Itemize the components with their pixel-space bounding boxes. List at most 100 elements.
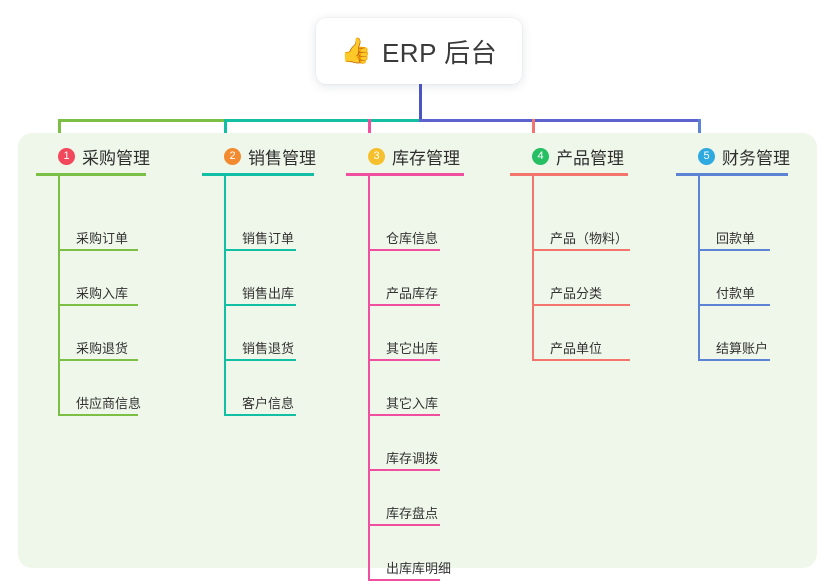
column-title-3: 库存管理: [392, 148, 460, 168]
leaf-item-label: 采购入库: [76, 286, 129, 301]
leaf-item-rule: [368, 469, 440, 471]
column-header-3[interactable]: 3 库存管理: [346, 143, 464, 169]
column-drop-2: [224, 119, 227, 143]
column-drop-1: [58, 119, 61, 143]
leaf-item[interactable]: 采购入库: [36, 251, 156, 306]
leaf-item-label: 销售退货: [242, 341, 295, 356]
leaf-item[interactable]: 客户信息: [202, 361, 314, 416]
leaf-item-rule: [368, 249, 440, 251]
leaf-item[interactable]: 销售订单: [202, 196, 314, 251]
leaf-item-label: 出库库明细: [386, 561, 452, 576]
leaf-item-label: 库存盘点: [386, 506, 439, 521]
leaf-item[interactable]: 其它入库: [346, 361, 458, 416]
leaf-item-label: 采购退货: [76, 341, 129, 356]
leaf-item[interactable]: 产品库存: [346, 251, 458, 306]
leaf-item-rule: [698, 304, 770, 306]
column-badge-5: 5: [698, 147, 715, 165]
leaf-item-rule: [58, 414, 138, 416]
leaf-item-rule: [532, 359, 630, 361]
leaf-item-rule: [698, 249, 770, 251]
leaf-item[interactable]: 产品单位: [510, 306, 648, 361]
diagram-panel: [18, 133, 817, 568]
column-items-2: 销售订单销售出库销售退货客户信息: [202, 176, 316, 416]
column-drop-4: [532, 119, 535, 143]
leaf-item-rule: [698, 359, 770, 361]
leaf-item[interactable]: 仓库信息: [346, 196, 458, 251]
column-spine-1: [58, 176, 60, 416]
leaf-item[interactable]: 回款单: [676, 196, 788, 251]
bar-segment-3: [419, 119, 701, 122]
column-badge-2: 2: [224, 147, 241, 165]
column-items-5: 回款单付款单结算账户: [676, 176, 790, 361]
column-spine-4: [532, 176, 534, 361]
leaf-item[interactable]: 供应商信息: [36, 361, 156, 416]
leaf-item[interactable]: 出库库明细: [346, 526, 458, 581]
bar-segment-1: [58, 119, 224, 122]
column-spine-5: [698, 176, 700, 361]
leaf-item[interactable]: 销售出库: [202, 251, 314, 306]
leaf-item-label: 采购订单: [76, 231, 129, 246]
column-drop-3: [368, 119, 371, 143]
leaf-item-rule: [368, 304, 440, 306]
bar-segment-2: [224, 119, 419, 122]
root-node-title: ERP 后台: [381, 37, 498, 68]
leaf-item-label: 客户信息: [242, 396, 295, 411]
column-underline-5: [676, 173, 788, 176]
thumbs-up-icon: 👍: [340, 36, 372, 65]
column-3: 3 库存管理仓库信息产品库存其它出库其它入库库存调拨库存盘点出库库明细: [346, 143, 464, 581]
leaf-item[interactable]: 采购退货: [36, 306, 156, 361]
leaf-item-label: 产品分类: [550, 286, 603, 301]
leaf-item-rule: [368, 359, 440, 361]
leaf-item-label: 其它出库: [386, 341, 439, 356]
leaf-item[interactable]: 产品分类: [510, 251, 648, 306]
leaf-item[interactable]: 销售退货: [202, 306, 314, 361]
leaf-item-label: 销售订单: [242, 231, 295, 246]
column-items-3: 仓库信息产品库存其它出库其它入库库存调拨库存盘点出库库明细: [346, 176, 464, 581]
leaf-item-label: 其它入库: [386, 396, 439, 411]
leaf-item[interactable]: 结算账户: [676, 306, 788, 361]
leaf-item-rule: [58, 304, 138, 306]
leaf-item[interactable]: 其它出库: [346, 306, 458, 361]
leaf-item-label: 付款单: [716, 286, 756, 301]
leaf-item-rule: [224, 414, 296, 416]
leaf-item[interactable]: 库存盘点: [346, 471, 458, 526]
leaf-item-rule: [58, 249, 138, 251]
leaf-item[interactable]: 产品（物料）: [510, 196, 648, 251]
column-underline-4: [510, 173, 628, 176]
leaf-item-rule: [224, 304, 296, 306]
leaf-item-rule: [224, 359, 296, 361]
column-underline-2: [202, 173, 314, 176]
column-underline-1: [36, 173, 146, 176]
leaf-item[interactable]: 付款单: [676, 251, 788, 306]
column-drop-5: [698, 119, 701, 143]
column-title-4: 产品管理: [556, 148, 624, 168]
leaf-item-rule: [532, 304, 630, 306]
leaf-item-rule: [532, 249, 630, 251]
column-badge-3: 3: [368, 147, 385, 165]
trunk-connector: [419, 84, 422, 122]
leaf-item[interactable]: 库存调拨: [346, 416, 458, 471]
leaf-item-label: 产品库存: [386, 286, 439, 301]
leaf-item[interactable]: 采购订单: [36, 196, 156, 251]
root-node-card[interactable]: 👍 ERP 后台: [316, 18, 522, 84]
leaf-item-label: 库存调拨: [386, 451, 439, 466]
column-underline-3: [346, 173, 464, 176]
column-items-4: 产品（物料）产品分类产品单位: [510, 176, 630, 361]
leaf-item-label: 回款单: [716, 231, 756, 246]
column-badge-1: 1: [58, 147, 75, 165]
leaf-item-rule: [368, 414, 440, 416]
column-items-1: 采购订单采购入库采购退货供应商信息: [36, 176, 150, 416]
leaf-item-rule: [224, 249, 296, 251]
leaf-item-label: 产品（物料）: [550, 231, 629, 246]
leaf-item-label: 仓库信息: [386, 231, 439, 246]
column-spine-2: [224, 176, 226, 416]
leaf-item-rule: [368, 524, 440, 526]
